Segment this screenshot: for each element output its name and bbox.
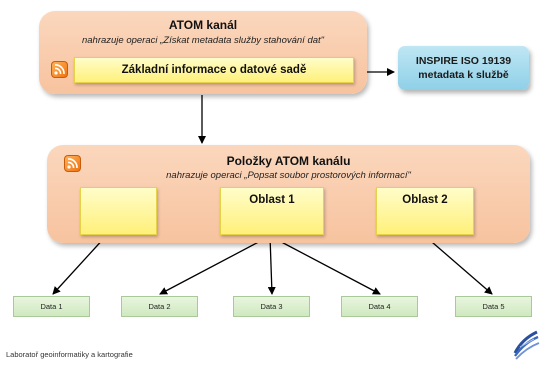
arrow-to-data-3 — [267, 235, 276, 295]
atom-items-title: Položky ATOM kanálu — [226, 154, 351, 168]
atom-channel-subtitle: nahrazuje operaci „Získat metadata služb… — [81, 35, 325, 46]
data-box-3: Data 3 — [233, 296, 310, 317]
rss-feed-icon — [64, 155, 81, 172]
data-box-2: Data 2 — [121, 296, 198, 317]
dataset-info-box: Základní informace o datové sadě — [74, 57, 354, 83]
data-box-1: Data 1 — [13, 296, 90, 317]
arrow-to-data-5 — [424, 235, 493, 295]
arrow-to-data-2 — [159, 235, 271, 295]
rss-feed-icon — [51, 61, 68, 78]
inspire-metadata-line-2: metadata k službě — [418, 69, 509, 81]
arrow-to-data-4 — [269, 235, 381, 295]
area-box-empty — [80, 187, 157, 235]
inspire-metadata-box: INSPIRE ISO 19139 metadata k službě — [398, 46, 529, 90]
data-box-5: Data 5 — [455, 296, 532, 317]
atom-channel-title: ATOM kanál — [168, 18, 238, 32]
footer-lab-name: Laboratoř geoinformatiky a kartografie — [6, 350, 133, 359]
arrow-to-data-1 — [52, 235, 107, 295]
area-box-1: Oblast 1 — [220, 187, 324, 235]
area-box-2: Oblast 2 — [376, 187, 474, 235]
inspire-metadata-line-1: INSPIRE ISO 19139 — [415, 55, 512, 67]
atom-channel-panel: ATOM kanál nahrazuje operaci „Získat met… — [39, 11, 367, 94]
data-box-4: Data 4 — [341, 296, 418, 317]
atom-items-subtitle: nahrazuje operaci „Popsat soubor prostor… — [166, 170, 411, 181]
lab-logo — [513, 330, 540, 360]
